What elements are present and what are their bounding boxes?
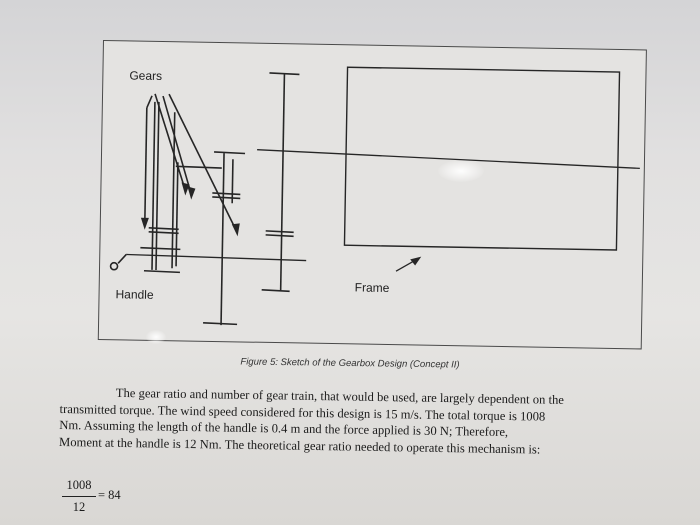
equation-result: = 84 (98, 488, 121, 502)
fraction-bar (62, 496, 96, 497)
handle-knob (109, 261, 119, 271)
gear-ratio-equation: 1008 12 = 84 (62, 478, 152, 522)
tall-gear-top-cap (269, 72, 300, 76)
fraction: 1008 12 (62, 478, 96, 515)
tall-gear-bottom-cap (261, 289, 290, 293)
tall-gear-shaft (279, 74, 286, 291)
handle-label: Handle (115, 287, 154, 302)
fraction-denominator: 12 (72, 500, 86, 514)
fraction-numerator: 1008 (66, 478, 92, 492)
gearbox-sketch-figure: Gears Handle Frame (97, 40, 647, 350)
handle-arm (117, 253, 127, 264)
body-paragraph: The gear ratio and number of gear train,… (59, 384, 675, 460)
frame-label: Frame (354, 280, 390, 296)
middle-gear-shaft (220, 153, 225, 326)
gearbox-sketch-drawing (109, 66, 640, 326)
main-shaft-line (257, 149, 640, 170)
frame-rectangle (343, 66, 621, 251)
light-glare (146, 330, 166, 344)
light-glare (438, 160, 484, 182)
figure-caption: Figure 5: Sketch of the Gearbox Design (… (240, 356, 460, 371)
gears-label: Gears (129, 68, 163, 84)
